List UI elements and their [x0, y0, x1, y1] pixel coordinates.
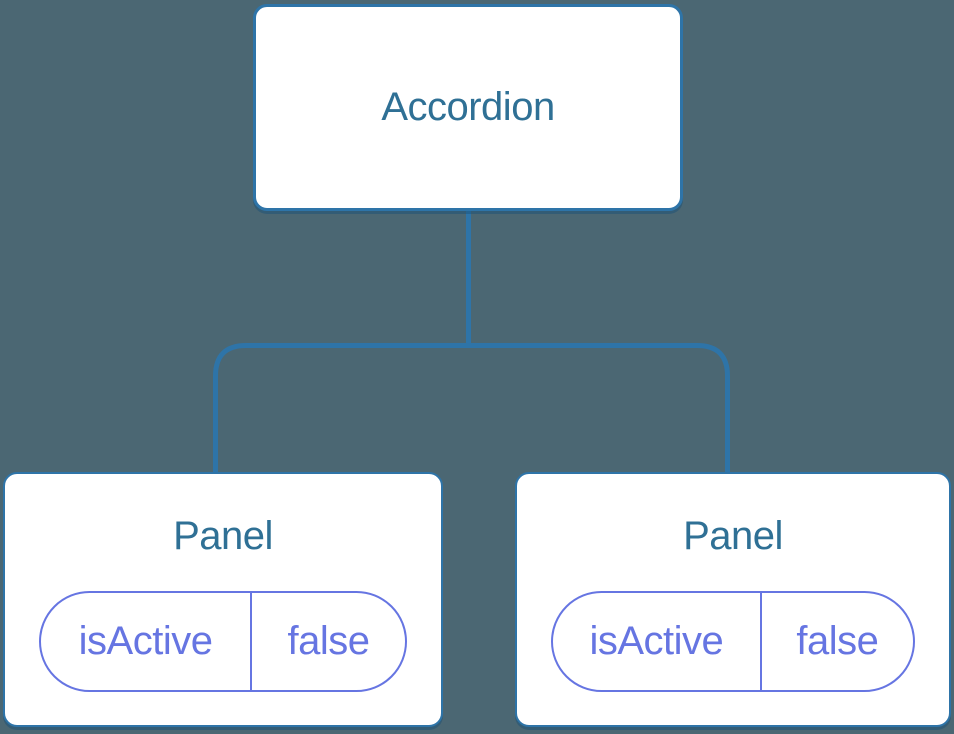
state-pill: isActive false [39, 591, 407, 692]
panel-node-right: Panel isActive false [515, 472, 951, 727]
accordion-node: Accordion [253, 4, 683, 211]
state-key-cell: isActive [553, 593, 762, 690]
accordion-node-label: Accordion [381, 85, 555, 129]
state-value: false [287, 619, 371, 663]
panel-node-label: Panel [683, 514, 783, 558]
state-value-cell: false [762, 593, 913, 690]
panel-node-label: Panel [173, 514, 273, 558]
panel-node-left: Panel isActive false [3, 472, 443, 727]
state-pill: isActive false [551, 591, 915, 692]
state-value: false [796, 619, 879, 663]
state-key: isActive [78, 619, 213, 663]
state-value-cell: false [252, 593, 405, 690]
state-key-cell: isActive [41, 593, 253, 690]
connector-branch [213, 343, 730, 472]
state-key: isActive [589, 619, 724, 663]
